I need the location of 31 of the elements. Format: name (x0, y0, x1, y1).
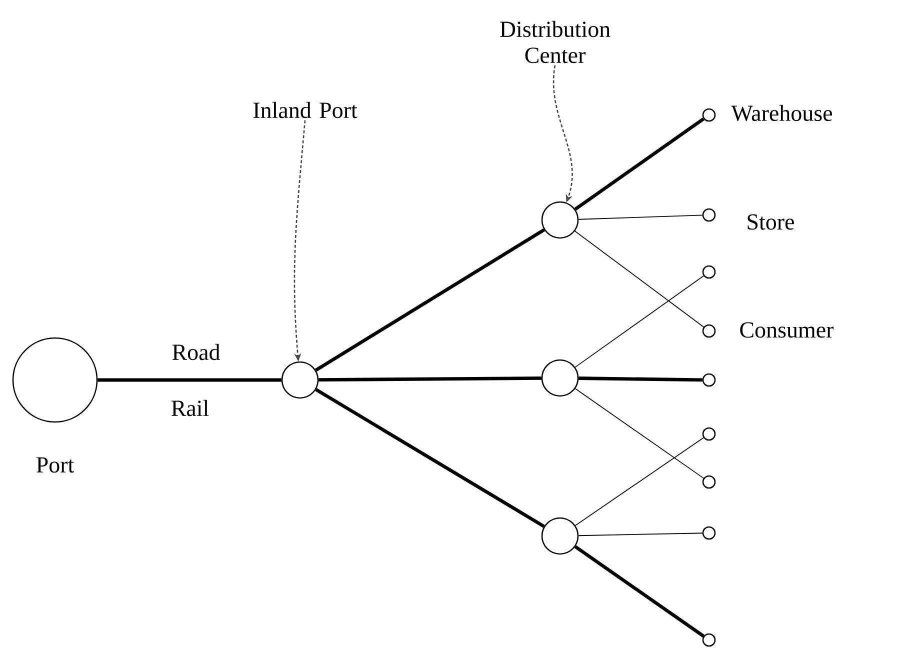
connector-line (578, 532, 703, 536)
callout-label: Distribution Center (500, 20, 610, 64)
circle (702, 526, 716, 540)
connector-line (98, 378, 282, 382)
circle (702, 427, 716, 441)
edge-label: Road (172, 344, 220, 360)
mode-label: Rail (172, 400, 209, 416)
circle (281, 361, 319, 399)
node-label: Port (36, 457, 74, 473)
connector-line (574, 388, 704, 479)
connector-line (574, 275, 704, 368)
circle (541, 517, 579, 555)
circle (541, 359, 579, 397)
circle (702, 373, 716, 387)
connector-line (318, 376, 542, 382)
connector-line (574, 117, 705, 211)
connector-line (574, 545, 705, 638)
connector-line (574, 437, 704, 526)
connector-line (315, 388, 545, 528)
node-label: Warehouse (731, 104, 832, 122)
connector-line (315, 228, 546, 372)
connector-line (574, 230, 704, 328)
node-label: Store (748, 214, 794, 230)
circle (702, 265, 716, 279)
circle (541, 201, 579, 239)
callout-label: Inland Port (253, 102, 358, 118)
circle (702, 633, 716, 647)
connector-line (578, 214, 703, 220)
circle (702, 475, 716, 489)
connector-line (578, 376, 702, 382)
node-label: Consumer (740, 322, 834, 338)
